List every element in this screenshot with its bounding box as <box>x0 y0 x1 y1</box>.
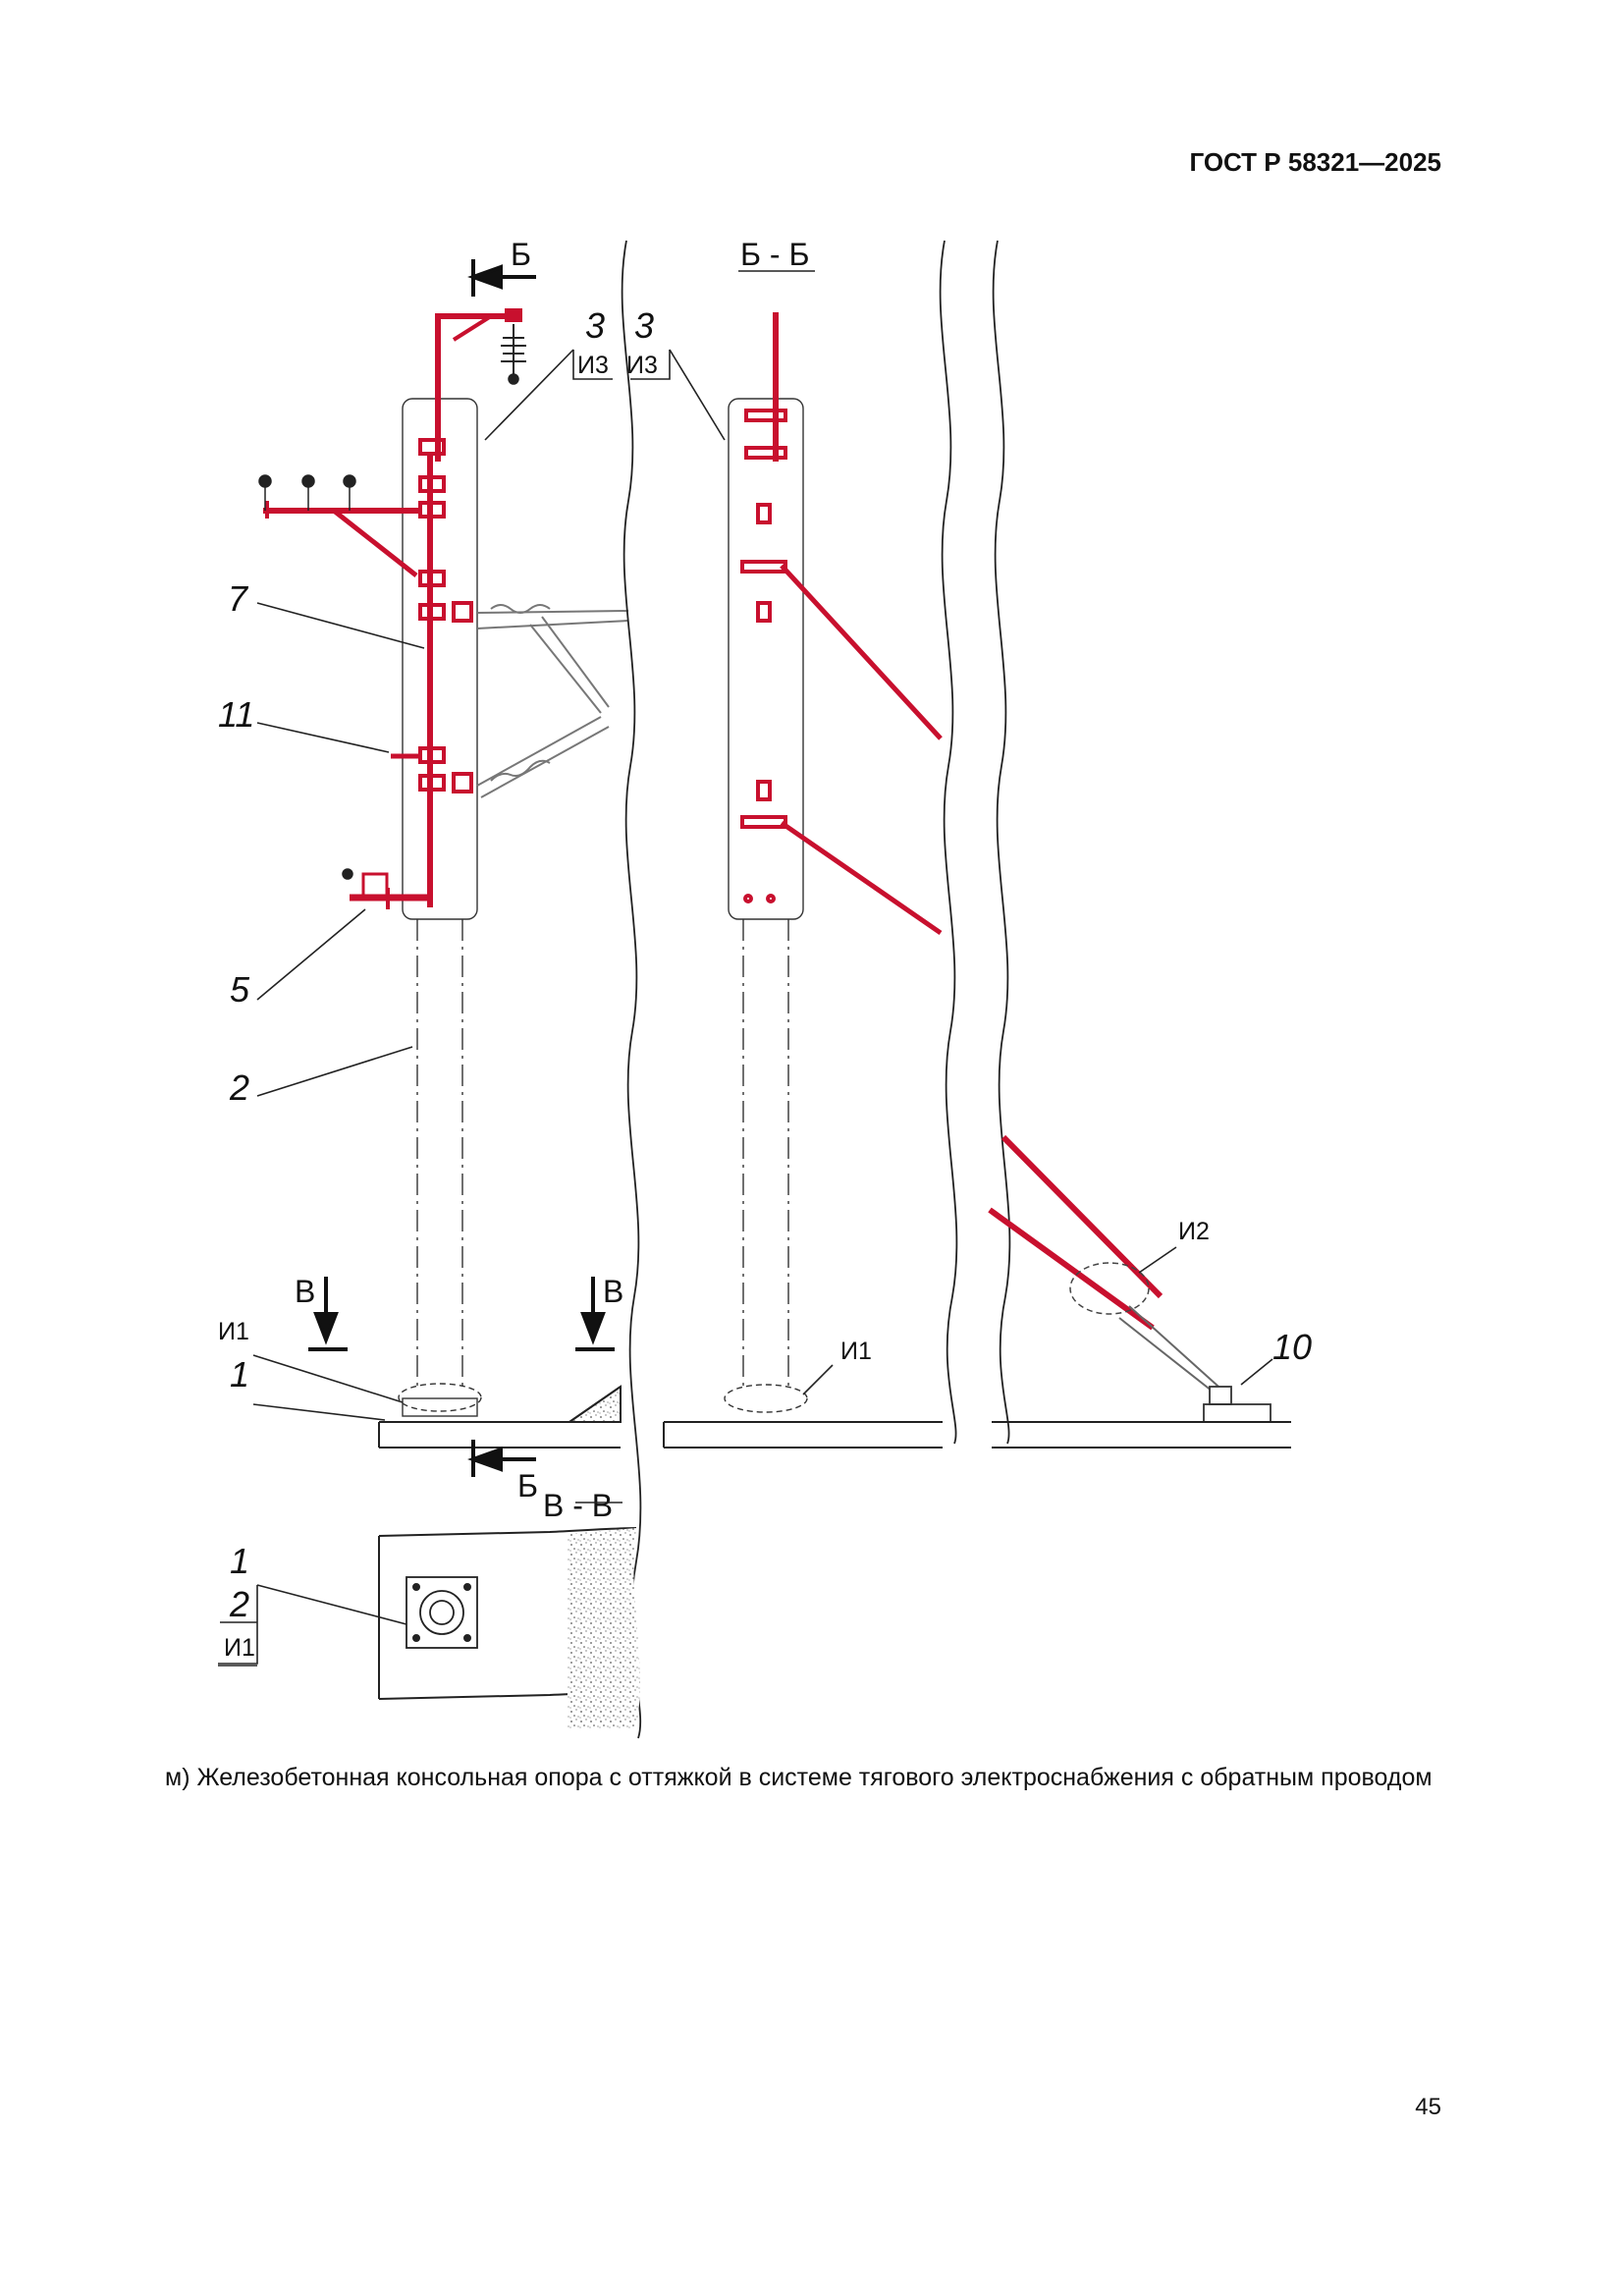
section-vv-plan <box>378 1527 640 1728</box>
callout-i3-left: И3 <box>577 352 609 379</box>
cantilever-structure <box>476 604 629 798</box>
callout-5: 5 <box>230 969 250 1010</box>
callout-3-left: 3 <box>585 305 605 346</box>
section-vv-callout-1: 1 <box>230 1541 249 1581</box>
left-pole-view <box>398 398 482 1417</box>
lamp-icon <box>342 868 353 880</box>
section-vv-callout-2: 2 <box>229 1584 249 1624</box>
insulators <box>258 373 519 880</box>
break-line-1 <box>621 240 642 1739</box>
guy-detail-ellipse-i2 <box>1069 1262 1150 1315</box>
section-vv-callout-i1: И1 <box>224 1634 255 1662</box>
section-vv-title: В - В <box>543 1488 613 1523</box>
section-bb-ground <box>663 1421 943 1449</box>
leader-lines <box>218 349 1273 1665</box>
break-line-3 <box>992 240 1011 1445</box>
callout-i1-left: И1 <box>218 1318 249 1345</box>
cantilever-insulator-hangers <box>452 601 473 793</box>
base-detail-ellipse-i1 <box>398 1383 482 1412</box>
callout-i1-mid: И1 <box>840 1338 872 1365</box>
figure-caption: м) Железобетонная консольная опора с отт… <box>165 1764 1433 1791</box>
document-standard-header: ГОСТ Р 58321—2025 <box>1189 147 1441 177</box>
section-bb-mark-bottom: Б <box>517 1468 538 1503</box>
section-bb-cut-marks <box>467 259 536 1477</box>
section-vv-cut-marks <box>308 1277 615 1351</box>
section-bb-title: Б - Б <box>740 237 809 272</box>
section-bb-mark-top: Б <box>511 237 531 272</box>
break-line-2 <box>939 240 958 1445</box>
foundation-block <box>402 1397 478 1417</box>
insulator-end-icon <box>508 373 519 385</box>
section-vv-mark-left: В <box>295 1274 315 1309</box>
insulator-cap-icon <box>343 474 356 488</box>
callout-10: 10 <box>1272 1327 1312 1367</box>
callout-7: 7 <box>228 578 249 619</box>
top-bracket <box>435 313 513 462</box>
callout-11: 11 <box>218 694 254 735</box>
callout-3-right: 3 <box>634 305 654 346</box>
section-vv-mark-right: В <box>603 1274 623 1309</box>
callout-1: 1 <box>230 1354 249 1394</box>
callout-i2: И2 <box>1178 1218 1210 1245</box>
callout-i3-right: И3 <box>626 352 658 379</box>
left-red-equipment <box>263 308 522 909</box>
section-bb-pole <box>724 398 808 1413</box>
drawing-labels: Б Б - Б Б В - В В В 3 3 И3 И3 7 11 5 2 И… <box>218 237 1312 1662</box>
section-bb-equipment <box>740 312 943 936</box>
left-ground <box>378 1385 622 1449</box>
callout-underlines <box>218 270 815 1667</box>
guy-anchor-view <box>988 1134 1291 1449</box>
insulator-cap-icon <box>258 474 272 488</box>
page-number: 45 <box>1415 2094 1441 2120</box>
suspension-insulator <box>501 324 526 375</box>
callout-2: 2 <box>229 1067 249 1108</box>
insulator-cap-icon <box>301 474 315 488</box>
